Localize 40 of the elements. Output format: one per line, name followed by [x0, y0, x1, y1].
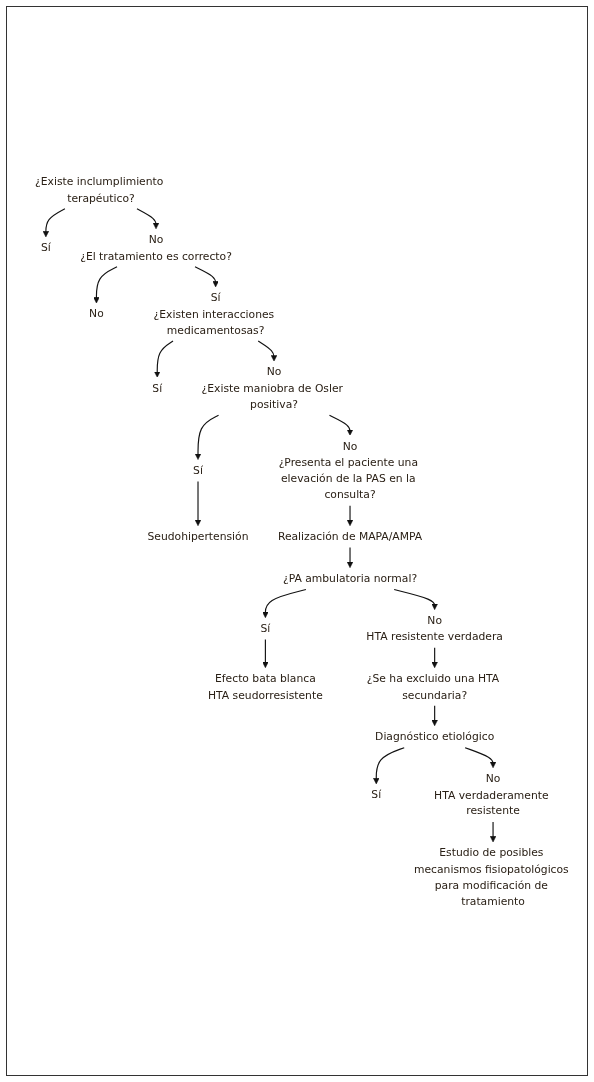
node-text: Sí ¿Existen interacciones medicamentosas? — [153, 290, 275, 336]
node-text: Sí — [40, 240, 51, 254]
arrow — [262, 638, 269, 668]
node-text: No HTA resistente verdadera — [366, 613, 503, 643]
node-text: Sí — [371, 787, 382, 801]
arrow — [464, 746, 497, 768]
arrow — [194, 265, 219, 287]
arrow — [393, 588, 438, 610]
flowchart: ¿Existe inclumplimiento terapéutico? Sí No ¿El tratamiento es correcto? No Sí ¿Existen interacciones medicamentosas? Sí No ¿Existe maniobra de Osler positiva? Sí Seudohipertensión No ¿Presenta el paciente una elevación de la PAS en la consulta? Realización de MAPA/AMPA ¿PA ambulatoria normal? Sí Efecto bata blanca HTA seudorresistente No HTA resistente verdadera ¿Se ha excluido una HTA secundaria? Diagnóstico etiológico Sí No HTA verdaderamente resistente Estudio de posibles mecanismos fisiopatológicos para modificación de tratamiento — [7, 164, 587, 918]
node-text: Diagnóstico etiológico — [375, 729, 495, 743]
node-text: No HTA verdaderamente resistente — [434, 771, 549, 817]
arrow — [136, 207, 160, 229]
node-text: Realización de MAPA/AMPA — [277, 529, 423, 543]
arrow — [194, 480, 202, 526]
node-text: ¿PA ambulatoria normal? — [282, 571, 418, 585]
arrow — [194, 414, 220, 460]
arrow — [93, 265, 118, 303]
node-text: Estudio de posibles mecanismos fisiopatológicos para modificación de tratamiento — [413, 845, 569, 908]
node-text: Efecto bata blanca HTA seudorresistente — [208, 671, 323, 701]
arrow — [154, 340, 174, 378]
arrow — [346, 546, 354, 568]
node-text: No — [89, 306, 104, 320]
arrow — [262, 588, 307, 618]
node-text: Seudohipertensión — [147, 529, 249, 543]
node-text: Sí — [260, 621, 271, 635]
arrow — [431, 704, 438, 726]
arrow — [373, 746, 405, 784]
arrow — [346, 504, 354, 526]
node-text: No ¿El tratamiento es correcto? — [80, 232, 232, 262]
node-text: Sí — [152, 381, 163, 394]
arrow — [328, 414, 354, 436]
arrow — [42, 207, 66, 237]
node-text: No ¿Presenta el paciente una elevación de la PAS en la consulta? — [278, 439, 418, 501]
arrow — [431, 646, 438, 668]
arrow — [489, 820, 497, 842]
node-text: ¿Existe inclumplimiento terapéutico? — [35, 174, 164, 204]
node-text: No ¿Existe maniobra de Osler positiva? — [201, 364, 344, 411]
arrow — [257, 340, 278, 361]
node-text: Sí — [193, 463, 203, 477]
node-text: ¿Se ha excluido una HTA secundaria? — [366, 671, 500, 701]
